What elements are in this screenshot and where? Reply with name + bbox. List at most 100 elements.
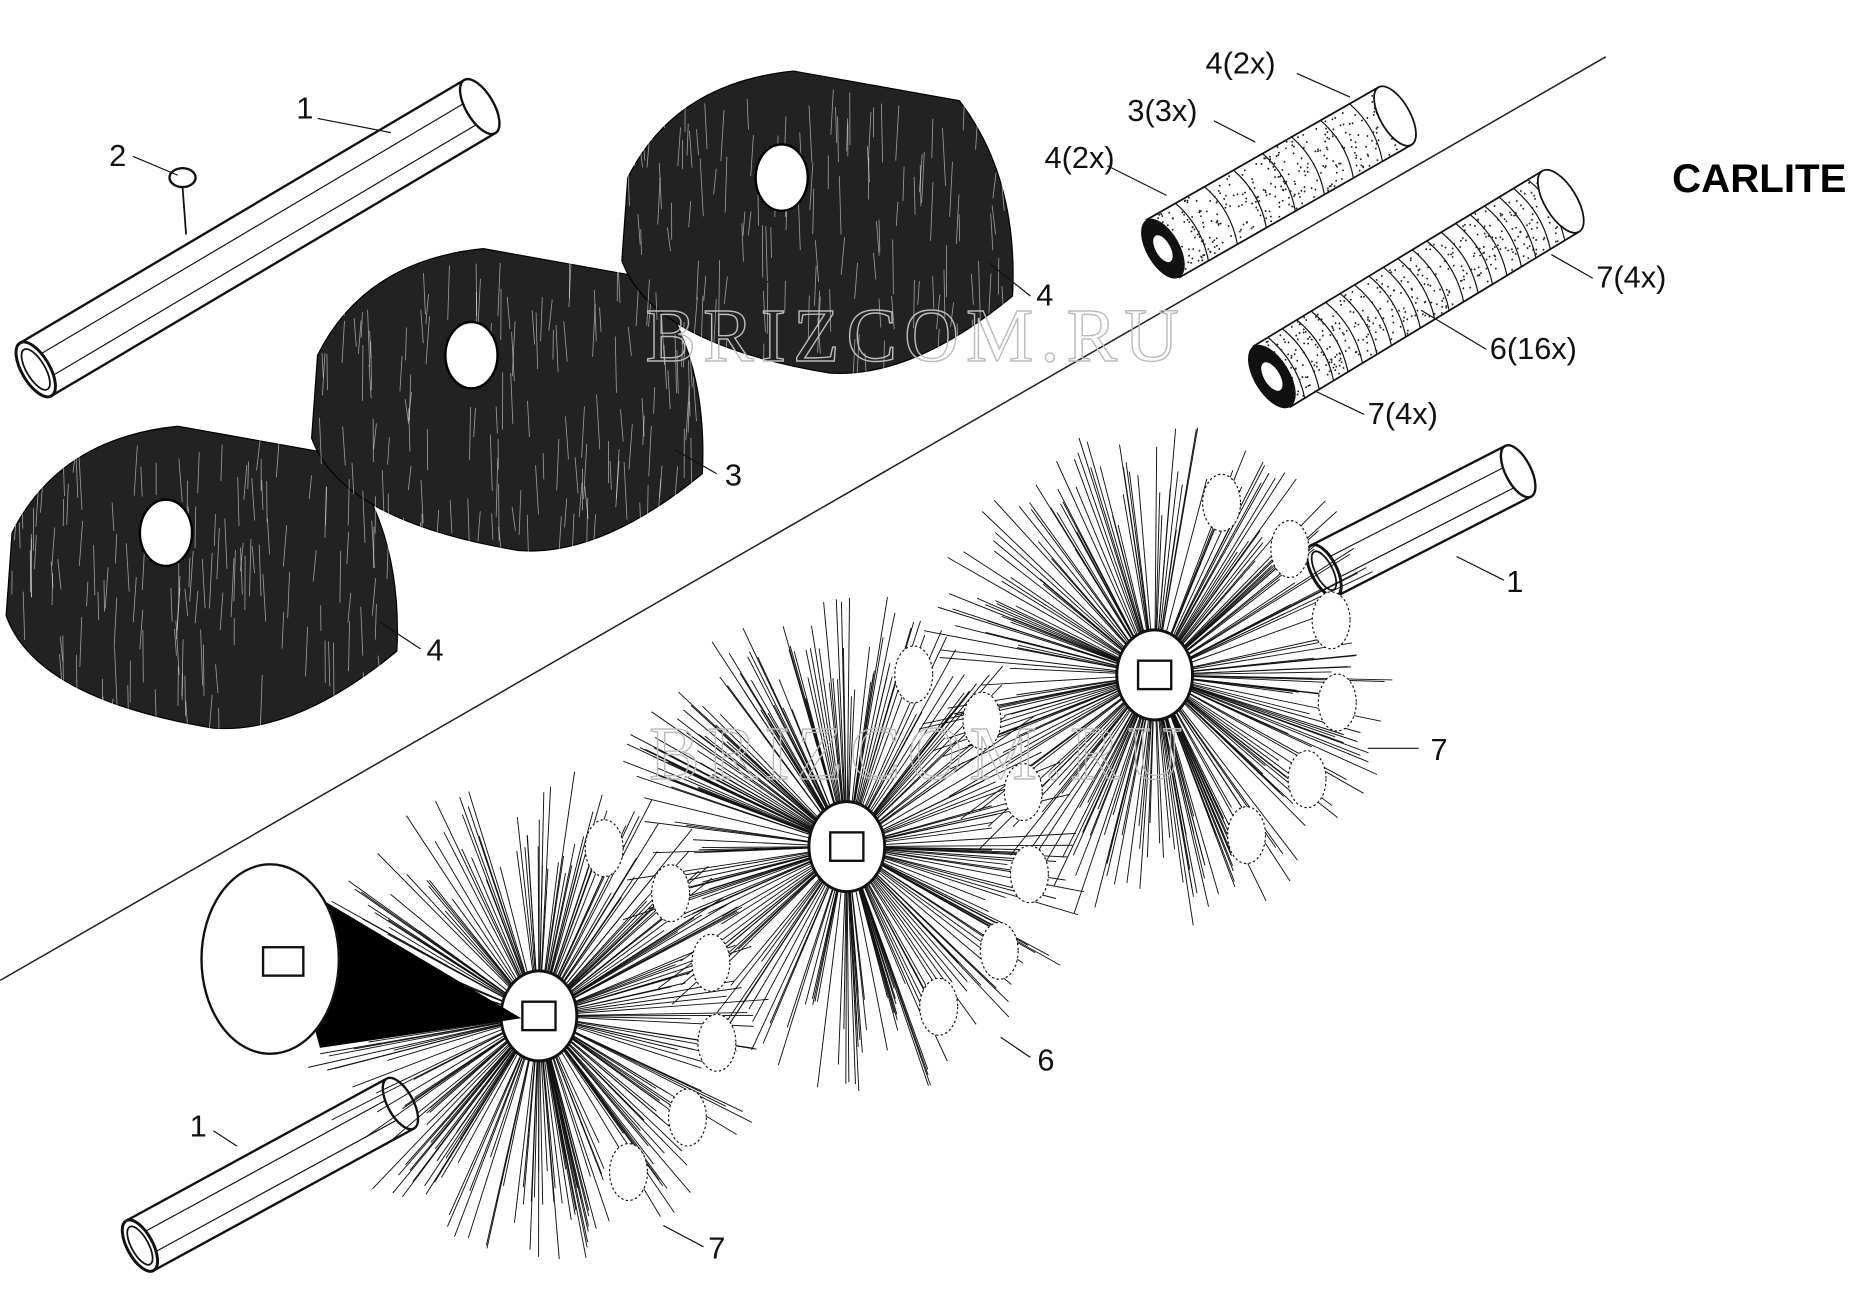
bristle-line [686,732,823,831]
bristle-line [980,83,983,119]
bristle-line [567,982,686,1011]
bristle-line [1073,702,1146,914]
roller-speck [1335,353,1338,356]
bristle-line [398,1037,520,1176]
bristle-tuft [1227,806,1267,865]
roller-speck [1338,359,1341,362]
bristle-line [74,438,79,498]
roller-speck [1486,280,1489,283]
radial-brush-right [919,427,1393,926]
bristle-line [1177,693,1308,806]
roller-speck [1355,164,1358,167]
roller-speck [1511,258,1514,261]
bristle-line [812,188,815,235]
roller-speck [1378,324,1381,327]
bristle-line [952,608,1127,667]
bristle-line [1168,461,1264,650]
bristle-line [319,417,322,465]
roller-speck [1287,353,1290,356]
bristle-line [875,854,1079,916]
roller-speck [1245,200,1247,203]
roller-speck [1366,323,1369,326]
bristle-line [838,176,842,235]
bristle-line [699,158,704,217]
bristle-line [544,1044,567,1159]
tube-groove [134,1094,396,1238]
roller-speck [1485,267,1488,270]
roller-speck [1439,288,1442,291]
bristle-line [548,299,553,331]
bristle-line [72,448,77,473]
roller-speck [1414,314,1417,317]
callout-roller-a-end2: 4(2x) [1045,140,1115,175]
bristle-line [1137,475,1153,646]
watermark: BRIZCOM.RU [646,294,1186,378]
roller-speck [1314,343,1317,346]
roller-speck [1349,298,1352,301]
roller-speck [1330,358,1333,361]
roller-speck [1519,190,1522,192]
roller-speck [1332,128,1335,131]
bristle-line [451,898,522,993]
bristle-line [864,869,977,1025]
roller-speck [1328,137,1331,140]
roller-disc-edge [1296,319,1335,381]
bristle-line [609,461,612,490]
roller-speck [1243,169,1246,172]
bristle-line [555,1039,675,1213]
bristle-line [704,735,824,830]
bristle-line [661,314,665,366]
bristle-line [1177,692,1266,767]
roller-speck [1315,365,1318,368]
roller-speck [1554,232,1557,235]
bristle-line [1122,466,1151,646]
roller-speck [1271,161,1273,164]
roller-speck [1302,351,1305,354]
bristle-line [218,707,220,761]
brush-middle-hub [444,320,499,390]
roller-speck [1338,322,1341,325]
roller-speck [1516,215,1519,218]
bristle-line [922,680,1126,725]
roller-speck [1298,170,1301,172]
roller-speck [1246,221,1248,223]
bristle-line [693,297,698,338]
bristle-line [1183,637,1343,670]
bristle-line [554,892,612,991]
bristle-line [1000,173,1005,211]
bristle-line [1170,472,1286,651]
roller-speck [1335,311,1338,314]
bristle-line [1030,509,1137,652]
bristle-line [490,1043,530,1158]
bristle-line [697,786,820,837]
roller-speck [1296,393,1299,396]
roller-speck [1263,157,1266,160]
bristle-line [100,696,104,746]
roller-speck [1313,196,1315,199]
watermark: BRIZCOM.RU [649,712,1189,796]
bristle-line [709,854,819,890]
tube-end [458,77,501,136]
roller-speck [1528,245,1531,248]
bristle-line [653,387,656,414]
roller-speck [1415,265,1418,268]
bristle-line [854,262,858,299]
bristle-line [485,879,529,989]
bristle-line [657,177,661,225]
bristle-line [544,843,576,988]
roller-speck [1325,146,1328,149]
bristle-line [1125,462,1151,646]
bristle-line [549,871,597,989]
bristle-line [558,1037,691,1193]
bristle-line [1106,703,1148,877]
bristle-line [878,298,882,328]
bristle-line [722,860,821,917]
bristle-line [949,686,1128,770]
bristle-line [1158,704,1194,926]
bristle-line [1050,507,1139,651]
roller-speck [1342,169,1344,172]
bristle-line [639,747,821,835]
roller-speck [1216,213,1219,216]
bristle-line [704,103,708,150]
bristle-line [875,821,993,843]
